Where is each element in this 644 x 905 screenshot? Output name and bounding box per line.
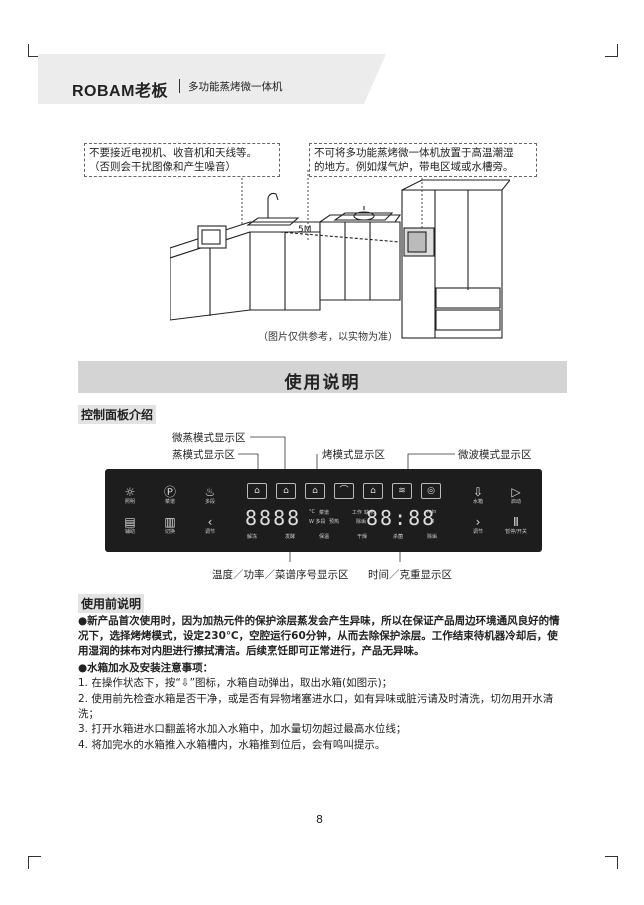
light-icon: ☼ [124, 485, 136, 499]
brand-logo: ROBAM老板 [72, 83, 168, 100]
pre-use-step-1: 1. 在操作状态下，按“⇩”图标，水箱自动弹出，取出水箱(如图示)； [78, 677, 393, 689]
chevron-right-icon: › [475, 515, 481, 529]
pre-use-paragraph-1: ●新产品首次使用时，因为加热元件的保护涂层蒸发会产生异味，所以在保证产品周边环境… [78, 614, 568, 659]
switch-button[interactable]: ▥切换 [155, 515, 185, 536]
pre-use-step-4: 4. 将加完水的水箱推入水箱槽内，水箱推到位后，会有鸣叫提示。 [78, 739, 386, 751]
panel-heading: 控制面板介绍 [78, 405, 157, 424]
water-tank-button[interactable]: ⇩水箱 [463, 485, 493, 506]
header-title: 多功能蒸烤微一体机 [188, 81, 283, 93]
play-icon: ▷ [511, 485, 521, 499]
section-banner: 使用说明 [78, 361, 567, 393]
steam-bake-mode-icon: ⌂ [305, 483, 325, 499]
light-button[interactable]: ☼照明 [115, 485, 145, 506]
section-title: 使用说明 [284, 373, 361, 393]
adjust-left-button[interactable]: ‹调节 [195, 515, 225, 536]
header-band [38, 54, 386, 104]
bake-top-mode-icon: ⌒ [334, 483, 354, 499]
temp-digits: 8888 [245, 506, 302, 530]
adjust-right-button[interactable]: ›调节 [463, 515, 493, 536]
unit-temp: °C [309, 509, 315, 515]
callout-placement: 不可将多功能蒸烤微一体机放置于高温潮湿 的地方。例如煤气炉，带电区域或水槽旁。 [309, 143, 537, 177]
label-preheat: 预热 [329, 519, 340, 525]
callout-interference: 不要接近电视机、收音机和天线等。 （否则会干扰图像和产生噪音） [84, 143, 280, 177]
microsteam-mode-icon: ⌂ [276, 483, 296, 499]
mode-label-thaw: 解冻 [247, 534, 258, 540]
label-microsteam: 微蒸模式显示区 [172, 432, 246, 444]
distance-label: 5M [298, 225, 312, 235]
pre-use-paragraph-1-text: ●新产品首次使用时，因为加热元件的保护涂层蒸发会产生异味，所以在保证产品周边环境… [78, 615, 560, 657]
crop-mark-top-right [605, 44, 618, 57]
microwave-mode-icon: ≋ [392, 483, 412, 499]
multi-stage-button[interactable]: ♨多段 [195, 485, 225, 506]
assist-button[interactable]: ▤辅助 [115, 515, 145, 536]
label-caiping: 菜谱 [319, 510, 330, 516]
water-tank-icon: ⇩ [472, 485, 484, 499]
unit-g: g [431, 518, 435, 524]
page-number: 8 [316, 813, 323, 826]
crop-mark-bottom-right [605, 856, 618, 869]
pause-icon: Ⅱ [513, 515, 519, 529]
mode-label-descale: 除垢 [427, 534, 438, 540]
mode-label-dry: 干燥 [357, 534, 368, 540]
label-bake: 烤模式显示区 [322, 449, 385, 461]
kitchen-illustration: 5M [170, 170, 510, 339]
illustration-note: （图片仅供参考，以实物为准） [258, 332, 398, 343]
callout-left-line2: （否则会干扰图像和产生噪音） [89, 161, 236, 173]
chef-hat-icon: ♨ [204, 485, 216, 499]
time-digits: 88:88 [366, 506, 437, 530]
pre-use-paragraph-2: ●水箱加水及安装注意事项： [78, 661, 568, 676]
label-microwave: 微波模式显示区 [458, 449, 532, 461]
pre-use-heading: 使用前说明 [78, 594, 145, 613]
label-temp: 温度／功率／菜谱序号显示区 [212, 569, 349, 581]
pre-use-step-3: 3. 打开水箱进水口翻盖将水加入水箱中，加水量切勿超过最高水位线； [78, 723, 407, 735]
label-time: 时间／克重显示区 [368, 569, 452, 581]
recipe-icon: Ⓟ [163, 485, 176, 499]
label-descale-small: 除垢 [356, 519, 367, 525]
steam-mode-icon: ⌂ [247, 483, 267, 499]
label-fill-water: 缺水 [364, 510, 375, 516]
unit-min: min [427, 509, 437, 515]
label-work: 工作 [352, 510, 363, 516]
mode-label-ferment: 发酵 [285, 534, 296, 540]
microwave-combo-mode-icon: ◎ [421, 483, 441, 499]
crop-mark-top-left [28, 44, 41, 57]
switch-icon: ▥ [164, 515, 176, 529]
bake-mode-icon: ⌂ [363, 483, 383, 499]
crop-mark-bottom-left [28, 856, 41, 869]
chevron-left-icon: ‹ [207, 515, 213, 529]
mode-label-sterilize: 杀菌 [393, 534, 404, 540]
label-steam: 蒸模式显示区 [172, 449, 235, 461]
start-button[interactable]: ▷启动 [501, 485, 531, 506]
pre-use-step-2: 2. 使用前先检查水箱是否干净，或是否有异物堵塞进水口，如有异味或脏污请及时清洗… [78, 693, 554, 720]
callout-right-line1: 不可将多功能蒸烤微一体机放置于高温潮湿 [314, 147, 514, 159]
pre-use-paragraph-2-text: ●水箱加水及安装注意事项： [78, 662, 214, 674]
document-icon: ▤ [124, 515, 136, 529]
callout-left-line1: 不要接近电视机、收音机和天线等。 [89, 147, 257, 159]
header-divider [179, 79, 180, 93]
callout-right-line2: 的地方。例如煤气炉，带电区域或水槽旁。 [314, 161, 514, 173]
label-wmulti: W 多段 [309, 519, 326, 525]
mode-label-warm: 保温 [319, 534, 330, 540]
